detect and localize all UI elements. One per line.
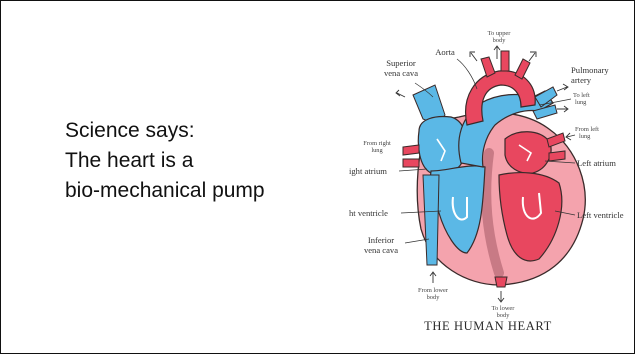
label-left-ventricle: Left ventricle xyxy=(577,210,624,220)
aorta-branch-1 xyxy=(481,57,495,77)
label-to-upper-body-2: body xyxy=(493,37,507,44)
heart-diagram: To upper body Aorta Superior vena cava P… xyxy=(349,21,634,321)
arrow-upper-right xyxy=(529,52,536,61)
label-from-right-lung-1: From right xyxy=(363,140,391,147)
label-to-upper-body-1: To upper xyxy=(488,30,512,37)
arrow-upper-left xyxy=(470,52,477,61)
label-inferior-vena-cava-1: Inferior xyxy=(368,235,394,245)
left-atrium xyxy=(505,132,551,174)
pulmonary-vein-left-2 xyxy=(549,151,565,161)
label-aorta: Aorta xyxy=(435,47,455,57)
label-right-ventricle: ht ventricle xyxy=(349,208,388,218)
arrow-to-left-lung xyxy=(557,84,568,91)
label-from-left-lung-2: lung xyxy=(579,133,591,140)
aorta-branch-3 xyxy=(515,59,530,79)
label-from-left-lung-1: From left xyxy=(575,126,599,133)
arrow-to-left-lung-2 xyxy=(557,106,568,112)
label-to-left-lung-1: To left xyxy=(573,92,590,99)
label-from-lower-body-1: From lower xyxy=(418,287,449,294)
diagram-caption: THE HUMAN HEART xyxy=(353,319,623,334)
arrow-to-upper-body xyxy=(494,46,500,59)
text-line-2: The heart is a xyxy=(65,146,305,176)
label-to-lower-body-2: body xyxy=(497,312,511,319)
aorta-branch-2 xyxy=(501,51,509,71)
label-from-right-lung-2: lung xyxy=(371,147,383,154)
pulmonary-vein-right-2 xyxy=(403,159,419,167)
label-pulmonary-artery-1: Pulmonary xyxy=(571,65,609,75)
descending-aorta xyxy=(495,277,507,287)
label-right-atrium: ight atrium xyxy=(349,166,387,176)
label-to-left-lung-2: lung xyxy=(575,99,587,106)
label-to-lower-body-1: To lower xyxy=(492,305,516,312)
arrow-upper-right-side xyxy=(396,90,405,97)
arrow-from-left-lung xyxy=(566,133,575,140)
arrow-to-lower-body xyxy=(498,291,504,302)
label-from-lower-body-2: body xyxy=(427,294,441,301)
pulmonary-vein-right xyxy=(403,145,419,155)
inferior-vena-cava xyxy=(423,175,439,265)
label-superior-vena-cava-1: Superior xyxy=(386,58,416,68)
heart-illustration: To upper body Aorta Superior vena cava P… xyxy=(349,21,634,321)
arrow-from-lower-body xyxy=(430,272,436,283)
label-superior-vena-cava-2: vena cava xyxy=(384,68,418,78)
leader-aorta xyxy=(457,59,477,89)
label-pulmonary-artery-2: artery xyxy=(571,75,592,85)
text-line-3: bio-mechanical pump xyxy=(65,176,305,206)
text-line-1: Science says: xyxy=(65,116,305,146)
label-left-atrium: Left atrium xyxy=(577,158,616,168)
slide-text: Science says: The heart is a bio-mechani… xyxy=(65,116,305,206)
label-inferior-vena-cava-2: vena cava xyxy=(364,245,398,255)
